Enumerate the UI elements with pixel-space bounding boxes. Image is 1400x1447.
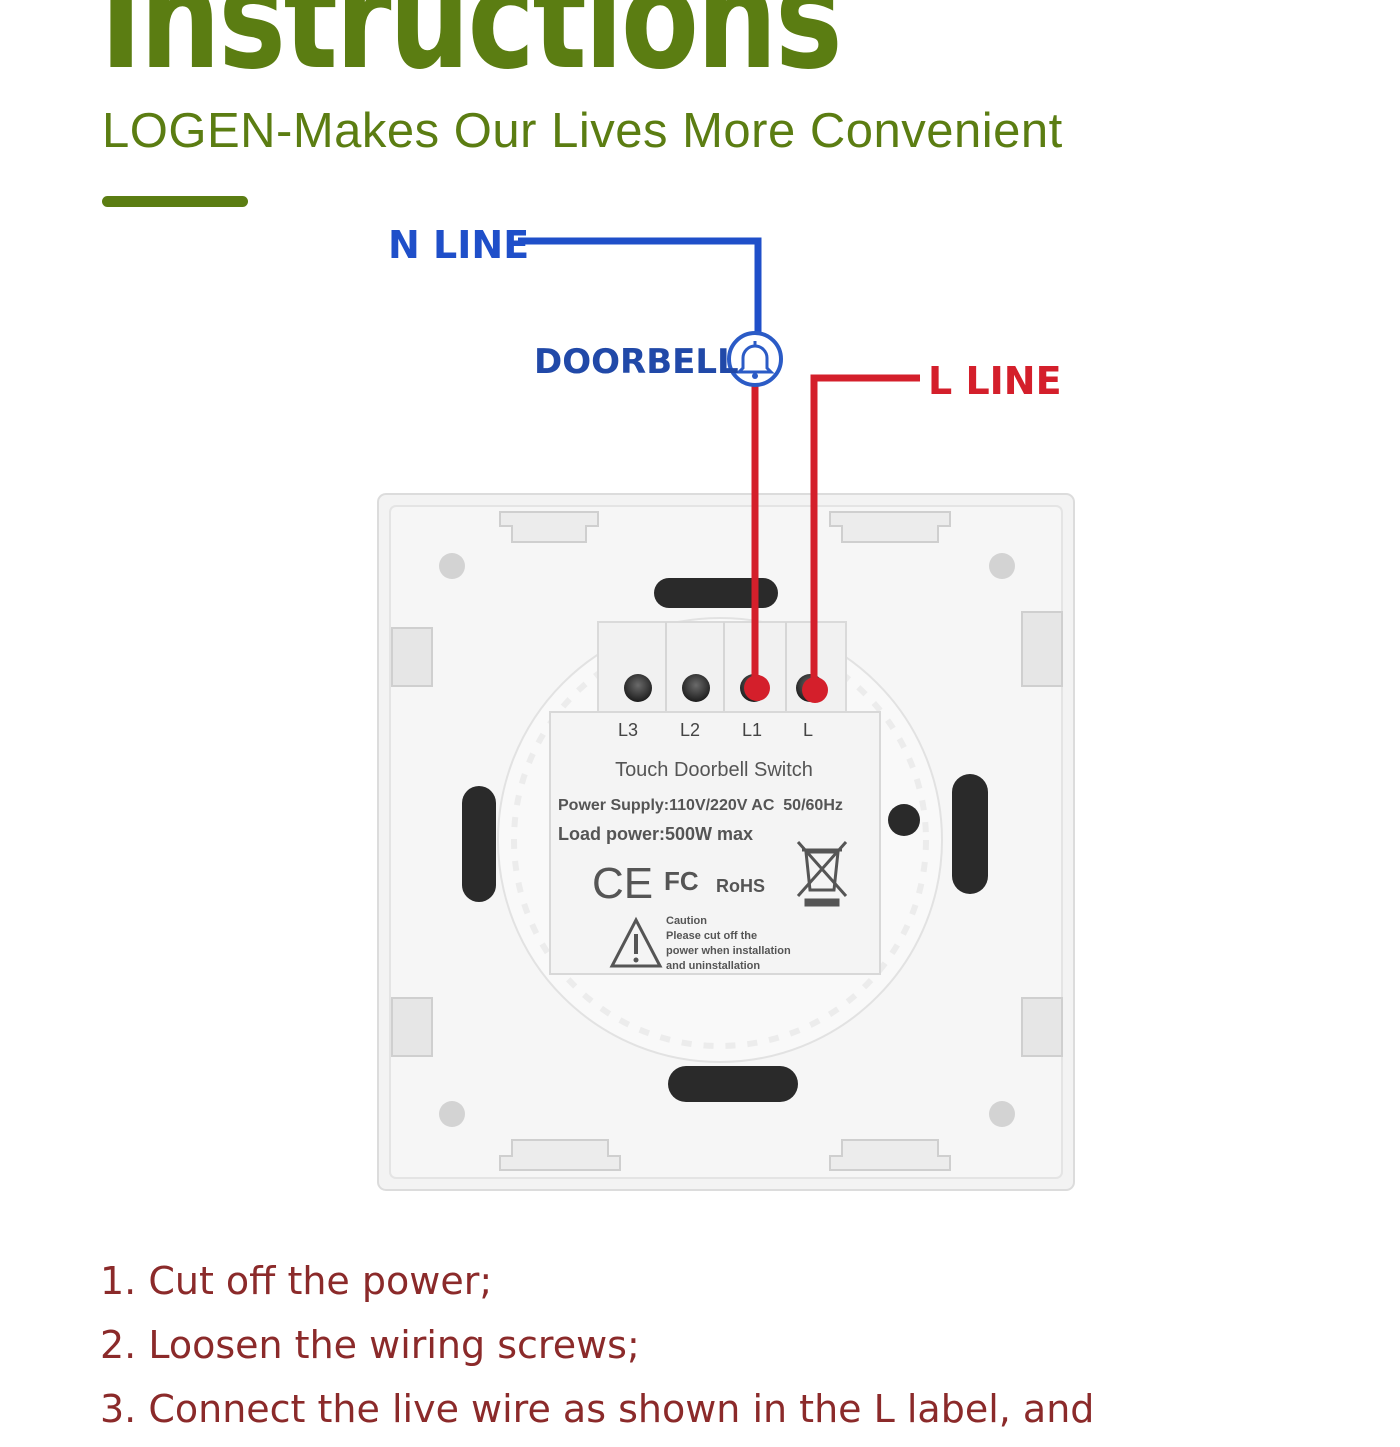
- top-left-clip: [499, 511, 599, 543]
- bottom-left-clip: [499, 1139, 621, 1171]
- corner-hole-top-right: [989, 553, 1015, 579]
- terminal-label-l3: L3: [618, 720, 638, 740]
- caution-line-3: power when installation: [666, 945, 791, 957]
- terminal-screw-l2: [682, 674, 710, 702]
- corner-hole-bottom-left: [439, 1101, 465, 1127]
- l-connection-dot: [802, 677, 828, 703]
- rohs-mark: RoHS: [716, 876, 765, 896]
- terminal-label-l2: L2: [680, 720, 700, 740]
- terminal-label-l1: L1: [742, 720, 762, 740]
- l1-connection-dot: [744, 675, 770, 701]
- fc-mark: FC: [664, 866, 699, 896]
- n-line-label: N LINE: [388, 223, 529, 267]
- caution-line-4: and uninstallation: [666, 960, 760, 972]
- corner-hole-top-left: [439, 553, 465, 579]
- mount-slot-right: [952, 774, 988, 894]
- bottom-right-clip: [829, 1139, 951, 1171]
- top-right-clip: [829, 511, 951, 543]
- power-supply-spec: Power Supply:110V/220V AC 50/60Hz: [558, 797, 843, 814]
- step-item: 1. Cut off the power;: [100, 1259, 493, 1303]
- doorbell-label: DOORBELL: [534, 342, 739, 382]
- caution-triangle-icon: [609, 916, 663, 968]
- page-title: Instructions: [100, 0, 843, 101]
- ce-mark: CE: [592, 859, 653, 908]
- terminal-label-l: L: [803, 720, 813, 740]
- reset-hole: [888, 804, 920, 836]
- wiring-diagram: L3 L2 L1 L Touch Doorbell Switch Power S…: [377, 223, 1075, 1191]
- spec-label: [549, 711, 881, 975]
- l-line-wire: [810, 374, 920, 688]
- step-item: 3. Connect the live wire as shown in the…: [100, 1387, 1095, 1431]
- page-subtitle: LOGEN-Makes Our Lives More Convenient: [102, 104, 1063, 158]
- step-item: 2. Loosen the wiring screws;: [100, 1323, 640, 1367]
- right-lower-clip: [1021, 997, 1063, 1057]
- caution-line-1: Caution: [666, 915, 707, 927]
- mount-slot-left: [462, 786, 496, 902]
- weee-bin-icon: [796, 841, 848, 907]
- mount-slot-bottom: [668, 1066, 798, 1102]
- corner-hole-bottom-right: [989, 1101, 1015, 1127]
- mount-slot-top: [654, 578, 778, 608]
- n-line-wire: [518, 237, 762, 336]
- device-name: Touch Doorbell Switch: [615, 759, 813, 781]
- left-upper-clip: [391, 627, 433, 687]
- left-lower-clip: [391, 997, 433, 1057]
- title-accent-bar: [102, 196, 248, 207]
- terminal-screw-l3: [624, 674, 652, 702]
- l-line-label: L LINE: [928, 359, 1062, 403]
- bell-icon: [727, 331, 783, 387]
- caution-line-2: Please cut off the: [666, 930, 757, 942]
- instruction-steps: 1. Cut off the power; 2. Loosen the wiri…: [100, 1255, 1094, 1447]
- right-upper-clip: [1021, 611, 1063, 687]
- load-power-spec: Load power:500W max: [558, 824, 753, 844]
